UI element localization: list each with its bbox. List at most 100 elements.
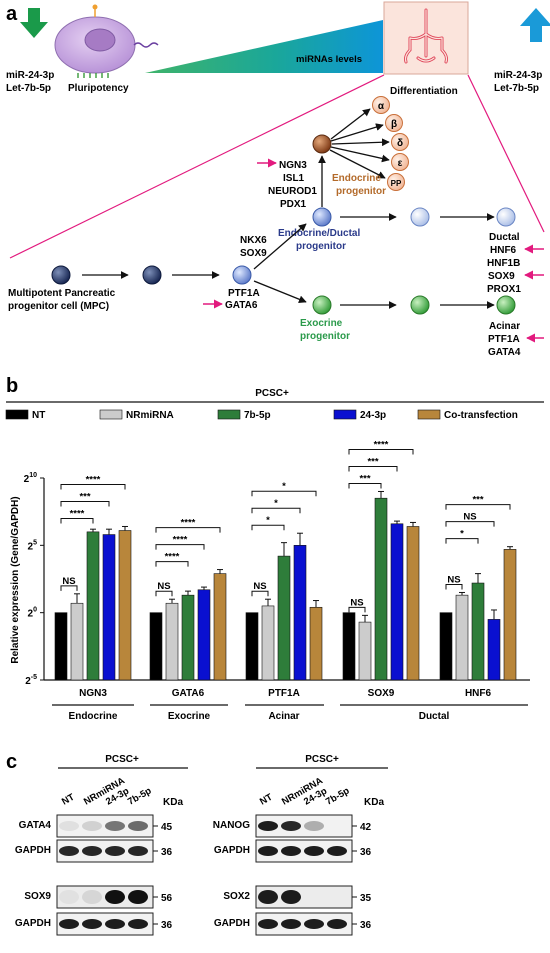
y-tick-label-3: 2-5 (25, 674, 37, 687)
bar-NGN3-3 (102, 534, 116, 681)
left-kda-value-3: 36 (161, 920, 173, 931)
lane-label-left-lanes-0: NT (60, 792, 77, 808)
up-arrow-icon (520, 8, 550, 42)
legend-swatch-0 (5, 409, 29, 420)
bar-NGN3-2 (86, 531, 100, 681)
sig-label-4-1: * (460, 529, 464, 540)
sig-label-4-2: NS (463, 512, 476, 523)
bar-HNF6-3 (487, 619, 501, 681)
right-protein-label-0: NANOG (213, 820, 250, 831)
left-protein-label-3: GAPDH (15, 918, 51, 929)
left-band-1-1 (82, 846, 102, 856)
marker-gata4: GATA4 (488, 347, 521, 358)
lane-label-right-lanes-0: NT (258, 792, 275, 808)
hormone-beta: β (391, 119, 397, 130)
sig-bracket-2-1 (251, 524, 285, 531)
right-band-2-0 (258, 890, 278, 904)
hormone-delta: δ (397, 138, 403, 149)
right-band-2-1 (281, 890, 301, 904)
bar-SOX9-4 (406, 526, 420, 681)
bar-HNF6-2 (471, 582, 485, 681)
bar-SOX9-0 (342, 612, 356, 681)
acinar-cell (496, 295, 516, 315)
endo-ductal-label-1: Endocrine/Ductal (278, 228, 360, 239)
sig-label-1-3: **** (181, 518, 196, 529)
sig-bracket-3-0 (348, 606, 366, 613)
bar-GATA6-3 (197, 589, 211, 681)
left-band-1-3 (128, 846, 148, 856)
sig-bracket-2-0 (251, 590, 269, 597)
bar-PTF1A-4 (309, 606, 323, 681)
sig-label-3-0: NS (350, 597, 363, 608)
marker-gata6: GATA6 (225, 300, 258, 311)
y-tick-label-2: 20 (28, 607, 38, 620)
mpc-label-2: progenitor cell (MPC) (8, 301, 109, 312)
hormone-alpha: α (378, 101, 385, 112)
exocrine-label-2: progenitor (300, 331, 350, 342)
mpc-intermediate-cell (142, 265, 162, 285)
acinar-intermediate-cell (410, 295, 430, 315)
endocrine-progenitor-label-2: progenitor (336, 186, 386, 197)
sig-label-1-2: **** (173, 535, 188, 546)
sig-bracket-0-2 (60, 500, 110, 507)
right-protein-label-1: GAPDH (214, 845, 250, 856)
marker-nkx6: NKX6 (240, 235, 267, 246)
sig-bracket-2-3 (251, 490, 317, 497)
sig-label-0-3: **** (86, 474, 101, 485)
mpc-cell (51, 265, 71, 285)
right-band-0-2 (304, 821, 324, 831)
left-band-0-2 (105, 821, 125, 831)
x-label-2: PTF1A (268, 688, 300, 699)
left-band-2-1 (82, 890, 102, 904)
bar-GATA6-1 (165, 602, 179, 681)
panel-b-label: b (6, 375, 18, 397)
mpc-label-1: Multipotent Pancreatic (8, 288, 116, 299)
left-protein-label-2: SOX9 (24, 891, 51, 902)
legend-label-4: Co-transfection (444, 410, 518, 421)
bar-SOX9-2 (374, 497, 388, 681)
sig-label-2-2: * (274, 498, 278, 509)
significance-layer: NS***********NS************NS***NS******… (60, 439, 511, 613)
lineage-ductal: Ductal (419, 711, 450, 722)
sig-label-2-3: * (282, 481, 286, 492)
hormone-pp: PP (391, 179, 402, 188)
right-kda-value-1: 36 (360, 847, 372, 858)
left-band-0-0 (59, 821, 79, 831)
legend-label-3: 24-3p (360, 410, 386, 421)
legend-label-2: 7b-5p (244, 410, 271, 421)
legend-swatch-4 (417, 409, 441, 420)
right-band-1-0 (258, 846, 278, 856)
bar-HNF6-0 (439, 612, 453, 681)
right-mirna-2: Let-7b-5p (494, 83, 539, 94)
marker-sox9-ductal: SOX9 (488, 271, 515, 282)
x-label-4: HNF6 (465, 688, 492, 699)
right-mirna-1: miR-24-3p (494, 70, 542, 81)
bar-HNF6-4 (503, 549, 517, 681)
sig-label-3-3: **** (374, 439, 389, 450)
exocrine-label-1: Exocrine (300, 318, 343, 329)
panel-a: a miR-24-3p Let-7b-5p Pluripotency miRNA… (6, 1, 550, 358)
sig-bracket-1-3 (155, 527, 221, 533)
bar-PTF1A-0 (245, 612, 259, 681)
sig-label-0-2: *** (79, 491, 90, 502)
legend-label-0: NT (32, 410, 45, 421)
sig-bracket-3-3 (348, 448, 414, 455)
bar-GATA6-0 (149, 612, 163, 681)
right-band-3-0 (258, 919, 278, 929)
hormone-arrows (329, 108, 390, 179)
sig-label-3-1: *** (359, 473, 370, 484)
left-mirna-1: miR-24-3p (6, 70, 54, 81)
bar-GATA6-2 (181, 594, 195, 681)
left-band-2-2 (105, 890, 125, 904)
left-kda-value-1: 36 (161, 847, 173, 858)
x-label-0: NGN3 (79, 688, 107, 699)
ductal-intermediate-cell (410, 207, 430, 227)
arrow-to-endo-ductal (253, 223, 307, 270)
sig-bracket-0-0 (60, 585, 78, 591)
marker-ngn3: NGN3 (279, 160, 307, 171)
left-band-3-0 (59, 919, 79, 929)
marker-ptf1a: PTF1A (228, 288, 260, 299)
bar-PTF1A-3 (293, 545, 307, 681)
